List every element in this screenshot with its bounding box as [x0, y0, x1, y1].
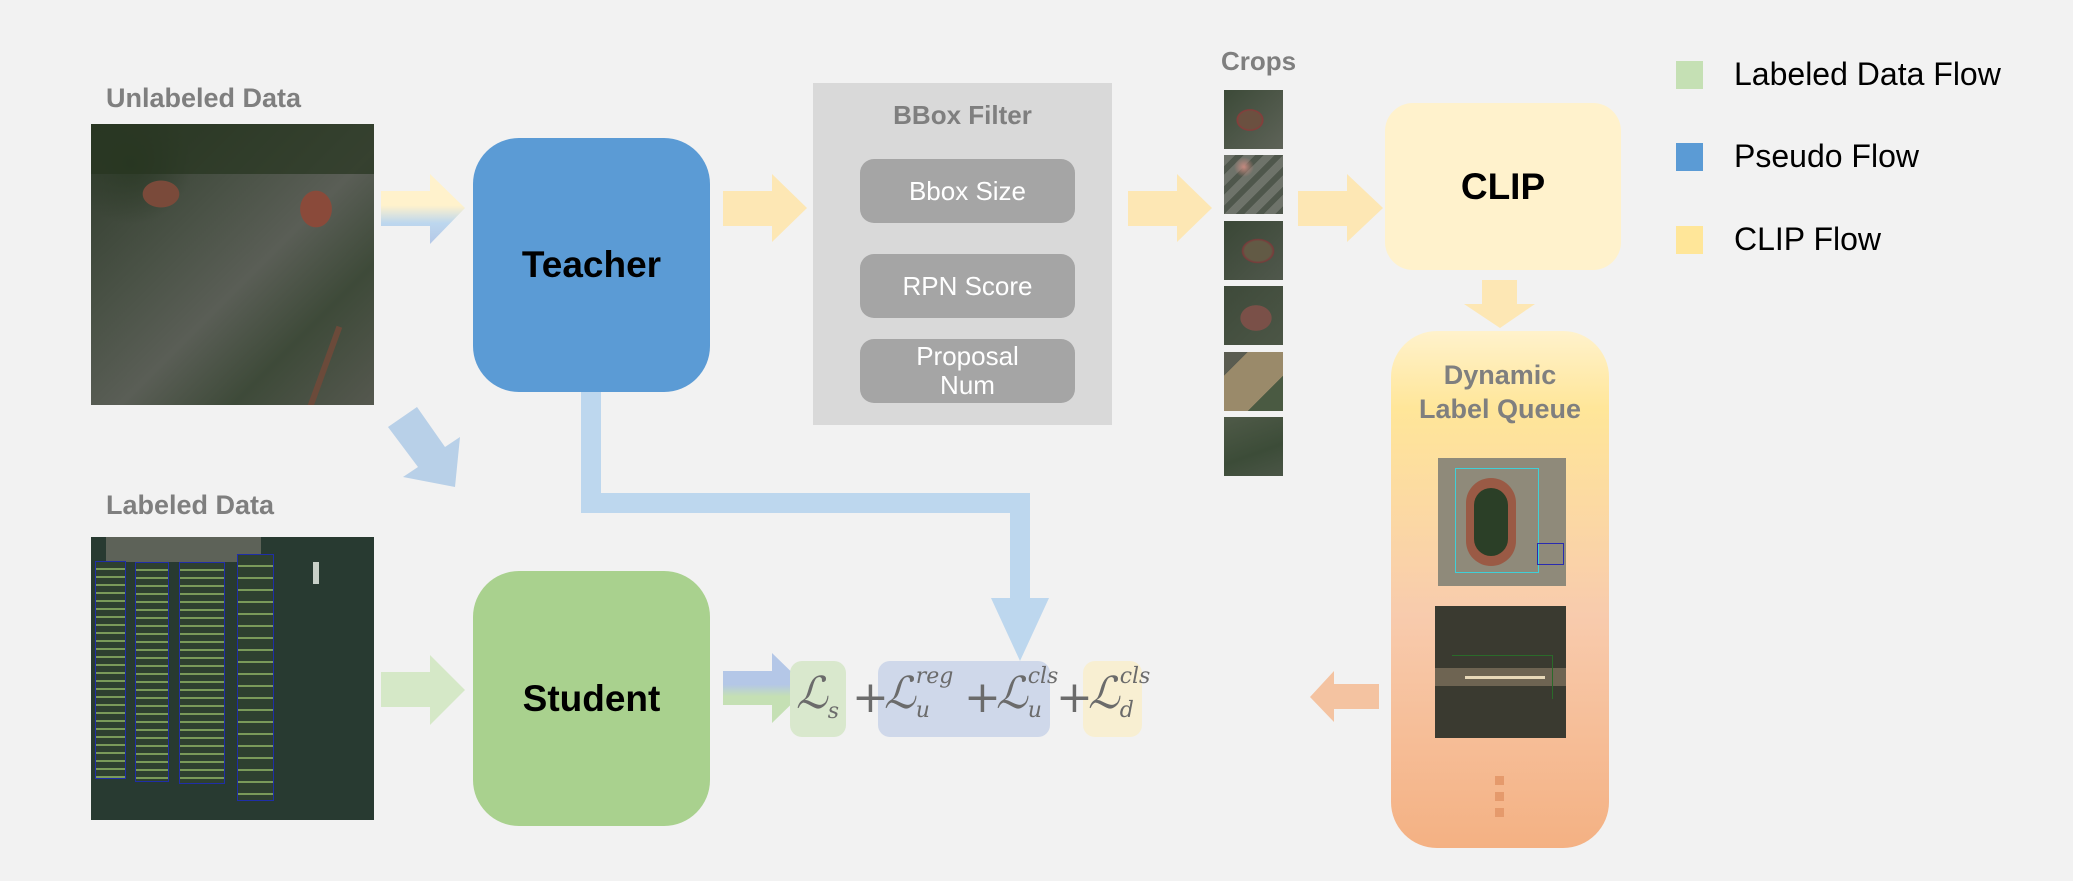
queue-item-stadium-image	[1438, 458, 1566, 586]
boat	[313, 562, 319, 584]
crop-thumbnail	[1224, 221, 1283, 280]
teacher-label: Teacher	[521, 244, 662, 285]
teacher-model-box: Teacher	[473, 138, 710, 392]
clip-label: CLIP	[1460, 165, 1546, 207]
loss-term-supervised: ℒs	[796, 668, 839, 724]
arrow-clip-to-queue	[1464, 280, 1535, 328]
arrow-labeled-to-student	[381, 655, 465, 725]
runway	[1465, 676, 1545, 679]
harbor-bbox	[135, 562, 169, 782]
crop-thumbnail	[1224, 286, 1283, 345]
arrow-unlabeled-to-teacher	[381, 174, 465, 244]
loss-unsupervised-box	[878, 661, 1050, 737]
plus-operator: +	[1056, 672, 1093, 723]
crops-label: Crops	[1221, 46, 1297, 76]
harbor-bbox	[237, 554, 274, 801]
queue-more-dot	[1495, 776, 1504, 785]
clip-model-box: CLIP	[1385, 103, 1621, 270]
image-shore	[106, 537, 261, 562]
crop-thumbnail	[1224, 352, 1283, 411]
legend-label-labeled: Labeled Data Flow	[1734, 56, 2001, 92]
legend-swatch-clip	[1676, 226, 1703, 254]
crop-thumbnail	[1224, 155, 1283, 214]
labeled-data-label: Labeled Data	[106, 490, 275, 520]
student-model-box: Student	[473, 571, 710, 826]
stadium-field	[1474, 488, 1508, 556]
object-bbox	[1537, 543, 1564, 565]
arrow-queue-to-loss	[1310, 671, 1379, 722]
legend-swatch-labeled	[1676, 61, 1703, 89]
legend-label-pseudo: Pseudo Flow	[1734, 138, 1919, 174]
stadium-bbox	[1455, 468, 1539, 573]
loss-dynamic-box	[1083, 661, 1142, 737]
crop-thumbnail	[1224, 417, 1283, 476]
crop-thumbnail	[1224, 90, 1283, 149]
arrow-crops-to-clip	[1298, 174, 1383, 242]
bbox-filter-title: BBox Filter	[893, 100, 1032, 130]
loss-supervised-box	[790, 661, 846, 737]
plus-operator: +	[852, 672, 889, 723]
plus-operator: +	[964, 672, 1001, 723]
image-vegetation-region	[91, 124, 374, 174]
harbor-bbox	[95, 561, 126, 779]
filter-item-bbox-size: Bbox Size	[860, 159, 1075, 223]
arrow-diagonal-pseudo	[388, 407, 460, 487]
unlabeled-data-label: Unlabeled Data	[106, 83, 302, 113]
legend-swatch-pseudo	[1676, 143, 1703, 171]
legend-label-clip: CLIP Flow	[1734, 221, 1882, 257]
queue-more-dot	[1495, 792, 1504, 801]
queue-more-dot	[1495, 808, 1504, 817]
filter-item-proposal-num: Proposal Num	[860, 339, 1075, 403]
student-label: Student	[522, 677, 661, 719]
arrow-teacher-to-filter	[723, 174, 807, 242]
harbor-bbox	[179, 562, 225, 784]
dynamic-label-queue-panel	[1391, 331, 1609, 848]
arrow-student-to-loss	[723, 653, 808, 723]
filter-item-rpn-score: RPN Score	[860, 254, 1075, 318]
queue-item-airport-image	[1435, 606, 1566, 738]
labeled-satellite-image	[91, 537, 374, 820]
arrow-filter-to-crops	[1128, 174, 1212, 242]
airport-bbox	[1452, 655, 1553, 699]
unlabeled-satellite-image	[91, 124, 374, 405]
